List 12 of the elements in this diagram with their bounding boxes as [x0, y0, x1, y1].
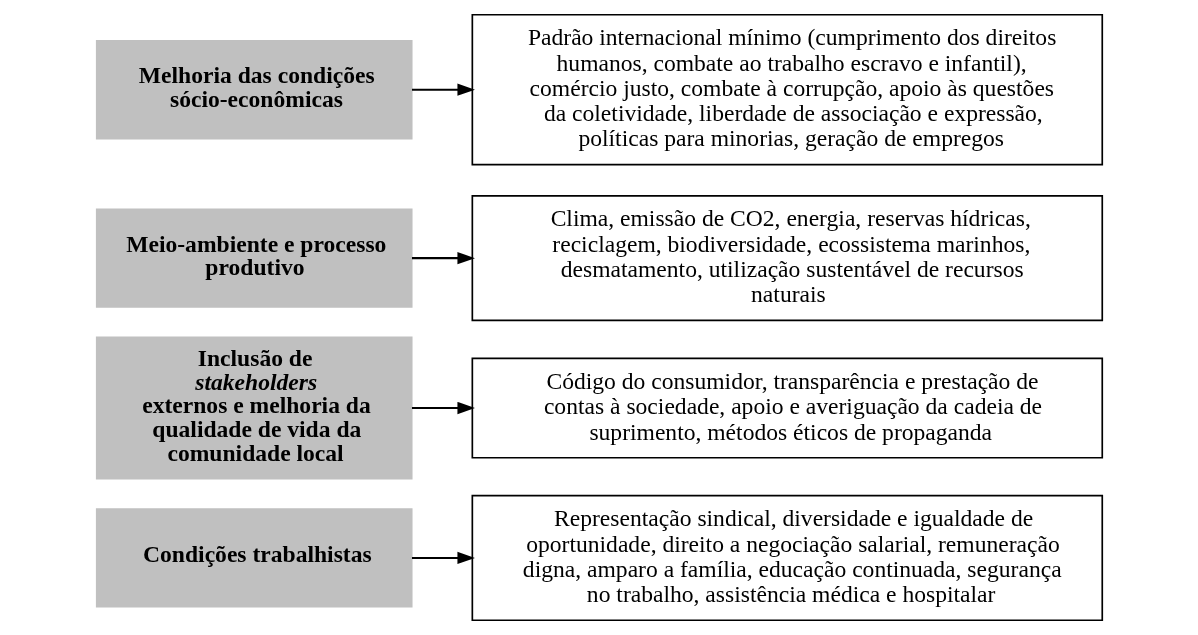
arrow [411, 401, 475, 415]
arrow [411, 551, 475, 565]
node-box: Meio-ambiente e processo produtivo [95, 208, 413, 308]
node-box: Representação sindical, diversidade e igualdade de oportunidade, direito a negociação salarial, remuneração digna, amparo a família, educação continuada, segurança no trabalho, assistência médica e hospitalar [471, 494, 1103, 622]
node-box: Condições trabalhistas [95, 508, 413, 608]
node-box: Inclusão de stakeholders externos e melhoria da qualidade de vida da comunidade local [95, 336, 413, 480]
node-box: Padrão internacional mínimo (cumprimento dos direitos humanos, combate ao trabalho escravo e infantil), comércio justo, combate à corrupção, apoio às questões da coletividade, liberdade de associação e expressão, políticas para minorias, geração de empregos [471, 13, 1103, 166]
arrow [411, 83, 475, 96]
node-box: Código do consumidor, transparência e prestação de contas à sociedade, apoio e averiguação da cadeia de suprimento, métodos éticos de propaganda [471, 357, 1103, 459]
node-box: Clima, emissão de CO2, energia, reservas hídricas, reciclagem, biodiversidade, ecossistema marinhos, desmatamento, utilização sustentável de recursos naturais [471, 194, 1103, 322]
arrow [411, 252, 475, 265]
node-box: Melhoria das condições sócio-econômicas [95, 40, 413, 140]
